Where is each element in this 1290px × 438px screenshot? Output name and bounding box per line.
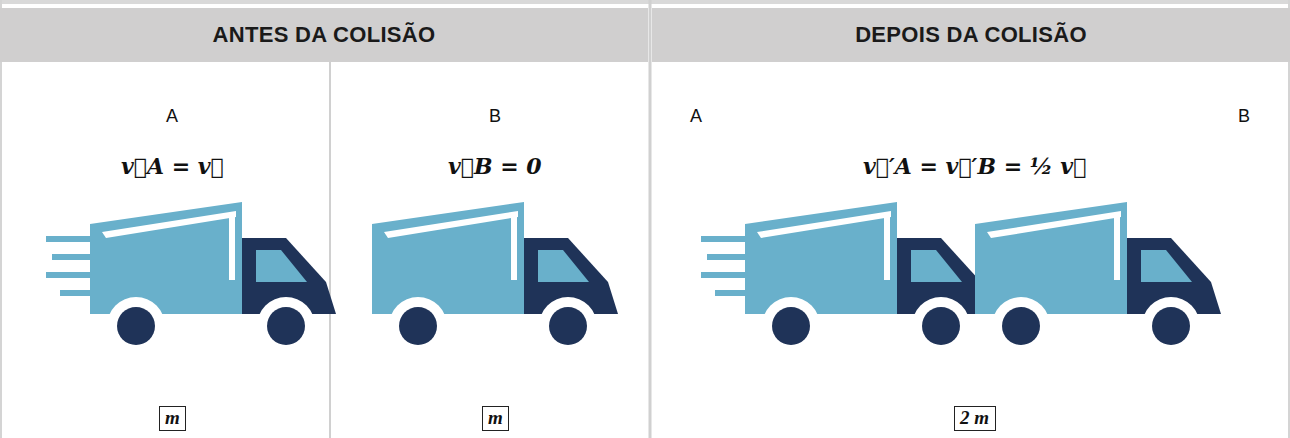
mass-box: m xyxy=(159,406,186,431)
velocity-formula: v⃗′A = v⃗′B = ½ v⃗ xyxy=(863,153,1086,179)
truck-icon xyxy=(372,202,618,355)
truck-b-before xyxy=(372,202,618,355)
header-band: ANTES DA COLISÃO xyxy=(0,8,648,62)
truck-icon xyxy=(745,202,991,355)
mass-value: m xyxy=(165,408,180,429)
vehicle-letter: A xyxy=(690,106,702,127)
speed-lines xyxy=(46,236,90,296)
table-border xyxy=(1288,0,1290,438)
header-band: DEPOIS DA COLISÃO xyxy=(652,8,1290,62)
mass-value: m xyxy=(488,408,503,429)
mass-value: 2 m xyxy=(960,408,990,429)
speed-lines xyxy=(701,236,745,296)
truck-icon xyxy=(90,202,336,355)
vehicle-letter: B xyxy=(489,106,501,127)
vehicle-letter: A xyxy=(166,106,178,127)
truck-a-after xyxy=(701,202,991,355)
column-heading: DEPOIS DA COLISÃO xyxy=(855,22,1087,48)
velocity-formula: v⃗B = 0 xyxy=(448,153,542,179)
truck-a-before xyxy=(46,202,336,355)
table-border xyxy=(0,0,1290,4)
vehicle-letter: B xyxy=(1238,106,1250,127)
column-divider xyxy=(329,62,331,438)
velocity-formula: v⃗A = v⃗ xyxy=(121,153,224,179)
column-heading: ANTES DA COLISÃO xyxy=(213,22,436,48)
table-border xyxy=(0,0,2,438)
mass-box: 2 m xyxy=(954,406,996,431)
column-divider xyxy=(649,0,652,438)
truck-b-after xyxy=(975,202,1221,355)
mass-box: m xyxy=(482,406,509,431)
truck-icon xyxy=(975,202,1221,355)
